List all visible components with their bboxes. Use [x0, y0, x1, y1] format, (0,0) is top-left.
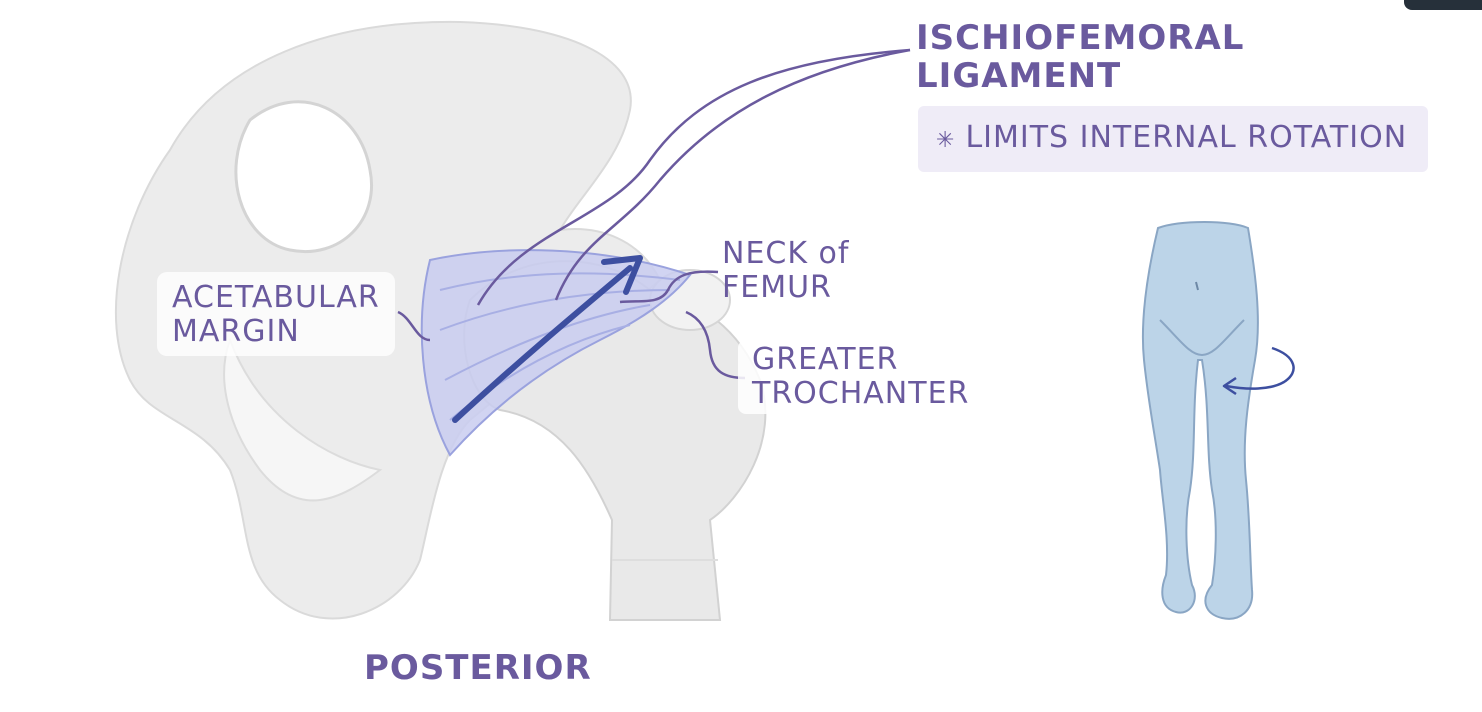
note-text: LIMITS INTERNAL ROTATION	[965, 120, 1408, 155]
title-leader-line-2	[554, 48, 911, 301]
acetabular-label-box	[157, 272, 395, 356]
neck-leader-line	[619, 270, 719, 304]
acetabular-label-line-1: ACETABULAR	[172, 280, 380, 315]
title-line-2: LIGAMENT	[916, 56, 1122, 96]
acetabular-label-line-2: MARGIN	[172, 314, 300, 349]
curved-arrow-icon	[1222, 346, 1295, 396]
note-box	[918, 106, 1428, 172]
title-leader-line	[476, 48, 911, 306]
greater-trochanter-label-line-1: GREATER	[752, 342, 899, 377]
greater-trochanter-leader-line	[685, 310, 746, 380]
view-label: POSTERIOR	[364, 648, 592, 688]
legs-figure	[1141, 221, 1259, 620]
asterisk-icon: ✳	[936, 128, 956, 153]
leader-lines	[397, 48, 911, 380]
neck-label-line-1: NECK of	[722, 236, 850, 271]
corner-tab	[1404, 0, 1482, 10]
neck-label-line-2: FEMUR	[722, 270, 832, 305]
title-line-1: ISCHIOFEMORAL	[916, 18, 1245, 58]
greater-trochanter-label-box	[738, 340, 978, 414]
rotation-direction-arrow	[452, 255, 643, 423]
acetabular-leader-line	[397, 310, 431, 342]
greater-trochanter-label-line-2: TROCHANTER	[752, 376, 970, 411]
note-text-container: ✳ LIMITS INTERNAL ROTATION	[936, 120, 1407, 155]
